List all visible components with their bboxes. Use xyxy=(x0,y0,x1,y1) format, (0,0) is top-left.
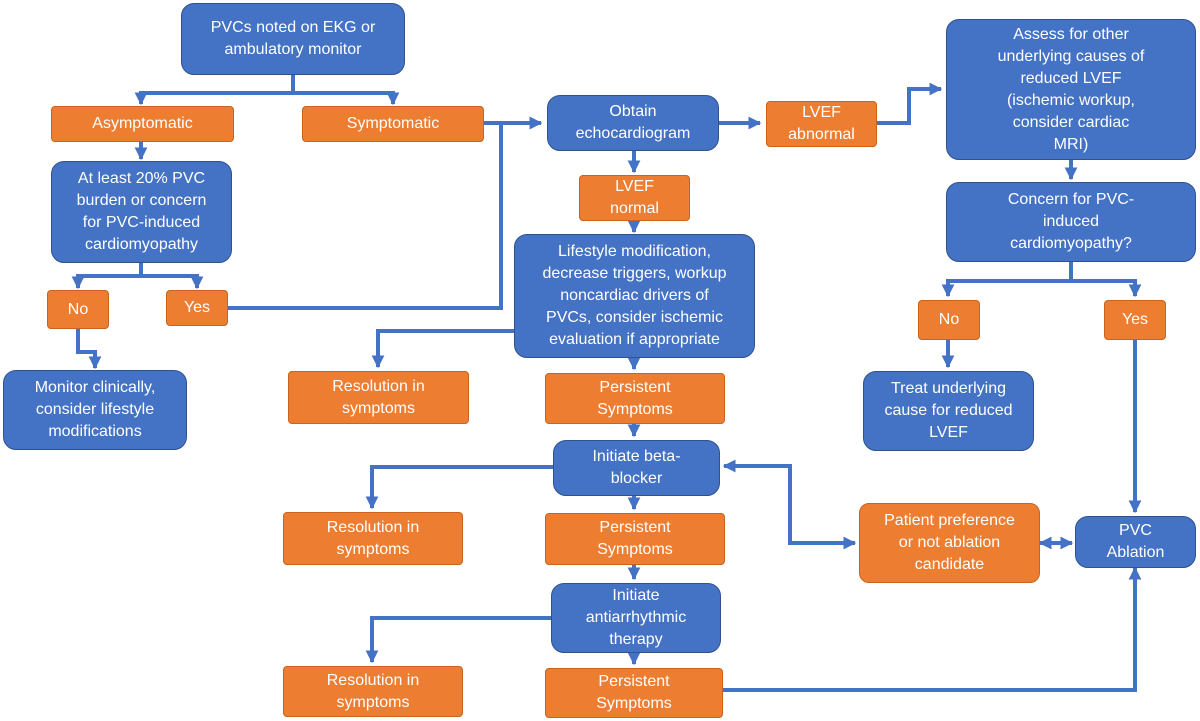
edge-beta-resolution2 xyxy=(365,465,553,510)
edge-burden-yes xyxy=(141,274,204,290)
node-yes-left: Yes xyxy=(166,290,228,326)
node-patient-preference: Patient preference or not ablation candi… xyxy=(859,503,1040,583)
edge-no-monitor xyxy=(76,329,102,370)
node-persistent-symptoms-3: Persistent Symptoms xyxy=(545,668,723,718)
node-no-left: No xyxy=(47,290,109,329)
node-pvcs-noted: PVCs noted on EKG or ambulatory monitor xyxy=(181,3,405,75)
node-resolution-symptoms-3: Resolution in symptoms xyxy=(283,666,463,717)
edge-yes-echo xyxy=(228,116,543,310)
node-pvc-burden-question: At least 20% PVC burden or concern for P… xyxy=(51,161,232,263)
node-persistent-symptoms-2: Persistent Symptoms xyxy=(545,513,725,565)
edge-start-symptomatic xyxy=(293,91,400,106)
node-resolution-symptoms-1: Resolution in symptoms xyxy=(288,371,469,424)
node-resolution-symptoms-2: Resolution in symptoms xyxy=(283,512,463,565)
node-obtain-echocardiogram: Obtain echocardiogram xyxy=(547,95,719,151)
node-pvc-ablation: PVC Ablation xyxy=(1075,516,1196,568)
node-concern-pvc-cardiomyopathy: Concern for PVC- induced cardiomyopathy? xyxy=(946,182,1196,262)
node-lifestyle-modification: Lifestyle modification, decrease trigger… xyxy=(514,234,755,358)
node-monitor-clinically: Monitor clinically, consider lifestyle m… xyxy=(3,370,187,450)
edge-lvef-abnormal-assess xyxy=(877,82,943,125)
edge-start-asymptomatic xyxy=(134,75,295,106)
node-persistent-symptoms-1: Persistent Symptoms xyxy=(545,373,725,424)
edge-burden-no xyxy=(71,263,143,290)
node-lvef-normal: LVEF normal xyxy=(579,175,690,221)
edge-beta-preference xyxy=(722,459,857,550)
edge-concern-yes-right xyxy=(1071,279,1142,298)
edge-persistent3-ablation xyxy=(723,566,1142,692)
node-initiate-beta-blocker: Initiate beta- blocker xyxy=(553,440,720,496)
node-lvef-abnormal: LVEF abnormal xyxy=(766,101,877,147)
node-assess-other-causes: Assess for other underlying causes of re… xyxy=(946,19,1196,160)
node-asymptomatic: Asymptomatic xyxy=(51,106,234,142)
edge-concern-no-right xyxy=(941,262,1073,298)
node-initiate-antiarrhythmic: Initiate antiarrhythmic therapy xyxy=(551,583,721,653)
edge-antiarrhythmic-resolution3 xyxy=(365,616,551,664)
node-yes-right: Yes xyxy=(1104,300,1166,340)
node-no-right: No xyxy=(918,300,980,340)
node-symptomatic: Symptomatic xyxy=(302,106,484,142)
node-treat-underlying-cause: Treat underlying cause for reduced LVEF xyxy=(863,371,1034,451)
edge-lifestyle-resolution1 xyxy=(371,329,514,369)
